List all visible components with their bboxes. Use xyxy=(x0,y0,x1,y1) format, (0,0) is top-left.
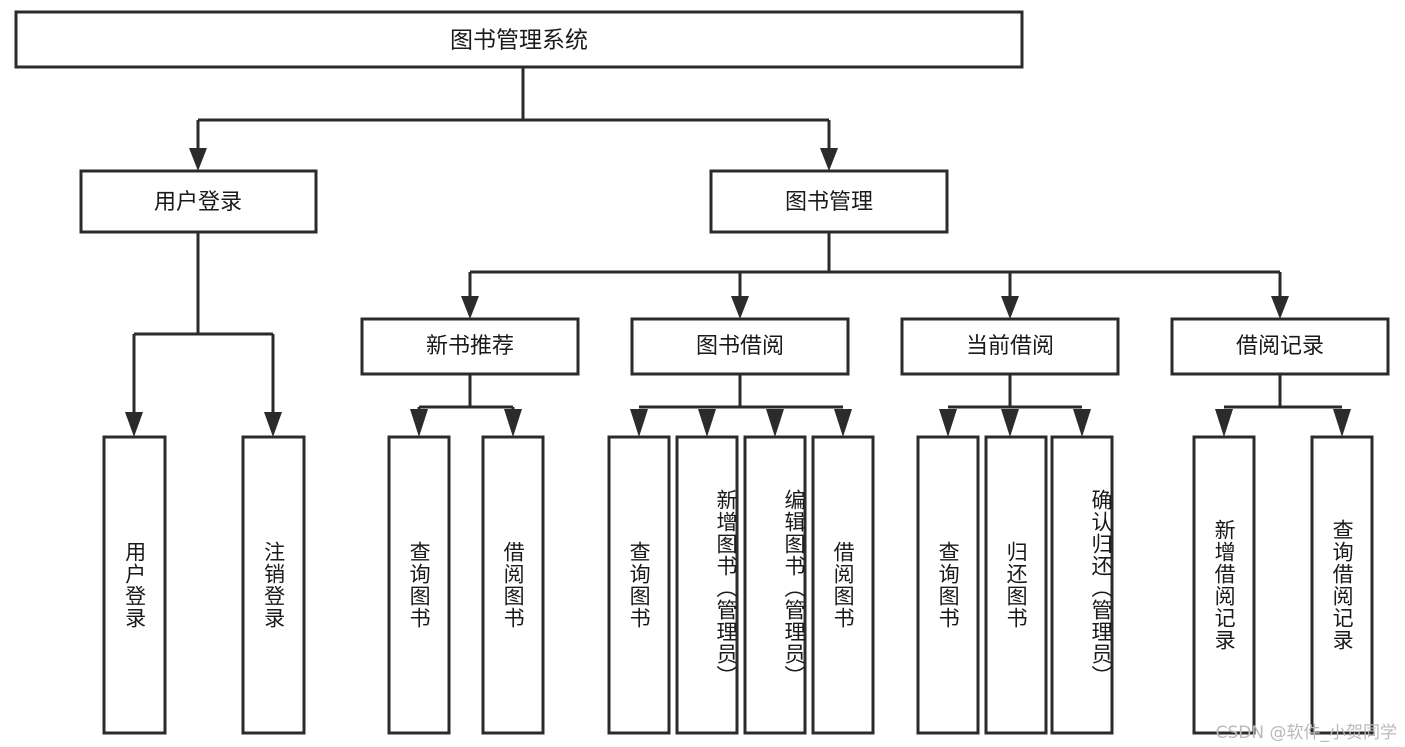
arrow-head-borrow-record xyxy=(1271,296,1289,319)
node-book-borrow[interactable]: 图书借阅 xyxy=(630,317,850,376)
node-leaf-query-book-b-box[interactable] xyxy=(607,435,671,735)
node-current-borrow-label: 当前借阅 xyxy=(966,334,1054,359)
connector-group-book-borrow xyxy=(630,374,852,437)
node-borrow-record-label: 借阅记录 xyxy=(1236,334,1324,359)
node-leaf-query-record-box[interactable] xyxy=(1310,435,1374,735)
node-new-book-rec-box[interactable] xyxy=(360,317,580,376)
node-user-login-label: 用户登录 xyxy=(154,190,242,215)
arrow-head-leaf-query-book-c xyxy=(939,409,957,437)
arrow-head-leaf-borrow-book-b xyxy=(834,409,852,437)
connector-group-book-manage xyxy=(461,232,1289,319)
node-current-borrow-box[interactable] xyxy=(900,317,1120,376)
node-leaf-return-book-box[interactable] xyxy=(984,435,1048,735)
node-book-borrow-label: 图书借阅 xyxy=(696,334,784,359)
node-current-borrow[interactable]: 当前借阅 xyxy=(900,317,1120,376)
arrow-head-current-borrow xyxy=(1001,296,1019,319)
arrow-head-new-book-rec xyxy=(461,296,479,319)
node-root[interactable]: 图书管理系统 xyxy=(14,10,1024,69)
arrow-head-user-login xyxy=(189,148,207,171)
node-borrow-record[interactable]: 借阅记录 xyxy=(1170,317,1390,376)
connector-group-root xyxy=(189,67,838,171)
connector-group-new-book-rec xyxy=(410,374,522,437)
arrow-head-leaf-borrow-book-a xyxy=(504,409,522,437)
node-root-label: 图书管理系统 xyxy=(450,28,588,54)
connector-group-user-login xyxy=(125,232,282,437)
arrow-head-leaf-user-login xyxy=(125,412,143,437)
node-leaf-logout-box[interactable] xyxy=(241,435,306,735)
arrow-head-leaf-query-record xyxy=(1333,409,1351,437)
leaf-boxes-group xyxy=(102,435,1374,735)
node-leaf-query-book-c-box[interactable] xyxy=(916,435,980,735)
arrow-head-book-borrow xyxy=(731,296,749,319)
node-borrow-record-box[interactable] xyxy=(1170,317,1390,376)
node-leaf-borrow-book-a-box[interactable] xyxy=(481,435,545,735)
node-leaf-borrow-book-b-box[interactable] xyxy=(811,435,875,735)
node-leaf-add-book-box[interactable] xyxy=(675,435,739,735)
node-book-manage-box[interactable] xyxy=(709,169,949,234)
arrow-head-leaf-add-record xyxy=(1215,409,1233,437)
node-new-book-rec[interactable]: 新书推荐 xyxy=(360,317,580,376)
arrow-head-leaf-return-book xyxy=(1001,409,1019,437)
node-new-book-rec-label: 新书推荐 xyxy=(426,334,514,359)
connector-group-current-borrow xyxy=(939,374,1091,437)
node-root-box[interactable] xyxy=(14,10,1024,69)
arrow-head-leaf-edit-book xyxy=(766,409,784,437)
arrow-head-leaf-query-book-a xyxy=(410,409,428,437)
node-user-login[interactable]: 用户登录 xyxy=(79,169,318,234)
node-leaf-edit-book-box[interactable] xyxy=(743,435,807,735)
arrow-head-leaf-query-book-b xyxy=(630,409,648,437)
node-leaf-user-login-box[interactable] xyxy=(102,435,167,735)
arrow-head-leaf-add-book xyxy=(698,409,716,437)
csdn-watermark: CSDN @软件_小贺同学 xyxy=(1215,723,1397,743)
node-book-borrow-box[interactable] xyxy=(630,317,850,376)
arrow-head-leaf-confirm-return xyxy=(1073,409,1091,437)
connector-group-borrow-record xyxy=(1215,374,1351,437)
node-leaf-confirm-return-box[interactable] xyxy=(1050,435,1114,735)
arrow-head-book-manage xyxy=(820,148,838,171)
arrow-head-leaf-logout xyxy=(264,412,282,437)
node-book-manage-label: 图书管理 xyxy=(785,190,873,215)
node-user-login-box[interactable] xyxy=(79,169,318,234)
node-leaf-query-book-a-box[interactable] xyxy=(387,435,451,735)
node-book-manage[interactable]: 图书管理 xyxy=(709,169,949,234)
node-leaf-add-record-box[interactable] xyxy=(1192,435,1256,735)
